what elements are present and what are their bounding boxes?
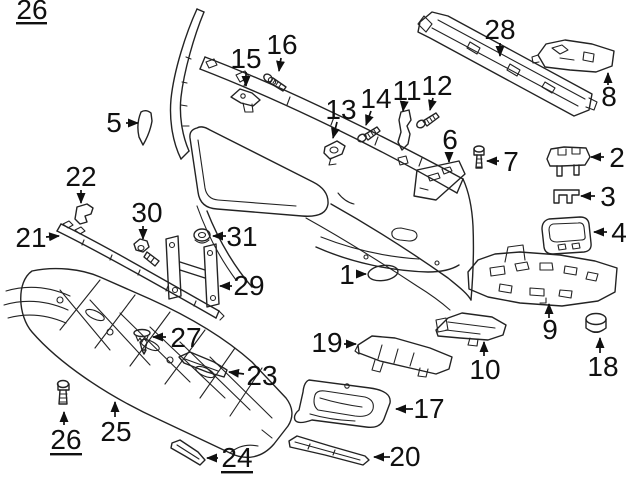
callout-arrow-23 [228, 368, 245, 378]
callout-arrow-11 [399, 100, 409, 112]
callout-arrow-21 [45, 232, 60, 242]
callout-label-1[interactable]: 1 [339, 259, 355, 290]
part-drawing-25-shield [3, 267, 293, 459]
part-drawing-16-bolt [263, 73, 287, 92]
callout-label-27[interactable]: 27 [170, 322, 201, 353]
part-drawing-15 [230, 88, 261, 113]
part-drawing-5 [137, 110, 153, 146]
callout-label-26-top[interactable]: 26 [16, 0, 47, 25]
callout-arrow-12 [428, 97, 437, 111]
callout-label-6[interactable]: 6 [442, 124, 458, 155]
callout-label-25[interactable]: 25 [100, 416, 131, 447]
callout-arrow-14 [365, 110, 374, 126]
callout-label-31[interactable]: 31 [226, 221, 257, 252]
part-drawing-2 [546, 146, 591, 177]
callout-arrow-13 [331, 121, 340, 139]
callout-label-4[interactable]: 4 [611, 217, 627, 248]
part-drawing-18-sensor [585, 312, 607, 334]
part-drawing-28 [417, 11, 598, 117]
part-drawing-23-strip [178, 351, 228, 378]
part-drawing-21 [56, 220, 225, 321]
callout-label-16[interactable]: 16 [266, 29, 297, 60]
callout-label-30[interactable]: 30 [131, 197, 162, 228]
part-drawing-27-pushpin [133, 328, 151, 355]
callout-label-5[interactable]: 5 [106, 107, 122, 138]
part-drawing-11 [397, 109, 412, 166]
part-drawing-9 [467, 244, 618, 307]
callout-label-2[interactable]: 2 [609, 142, 625, 173]
part-drawing-24-strip [170, 439, 206, 466]
callout-label-23[interactable]: 23 [246, 360, 277, 391]
callout-underline-26 [50, 453, 82, 456]
callout-label-19[interactable]: 19 [311, 327, 342, 358]
callout-label-3[interactable]: 3 [600, 181, 616, 212]
part-drawing-12-bolt [416, 112, 440, 129]
part-drawing-1 [367, 264, 399, 282]
callout-label-29[interactable]: 29 [233, 270, 264, 301]
callout-label-10[interactable]: 10 [469, 354, 500, 385]
part-drawing-14-bolt [357, 126, 381, 143]
part-drawing-10 [435, 312, 507, 347]
callout-label-12[interactable]: 12 [421, 70, 452, 101]
part-drawing-30-bolt [133, 238, 160, 267]
callout-arrow-16 [276, 57, 285, 72]
callout-label-9[interactable]: 9 [542, 314, 558, 345]
part-drawing-bumper-cover [169, 8, 475, 311]
callout-label-7[interactable]: 7 [503, 146, 519, 177]
callout-label-8[interactable]: 8 [601, 81, 617, 112]
callout-label-14[interactable]: 14 [360, 83, 391, 114]
part-drawing-31-grommet [193, 228, 211, 244]
callout-label-18[interactable]: 18 [587, 351, 618, 382]
callout-underline-26-top [16, 22, 47, 25]
callout-label-21[interactable]: 21 [15, 222, 46, 253]
part-drawing-17-bezel [293, 379, 391, 429]
part-drawing-19 [354, 335, 453, 378]
part-drawing-7-bolt [473, 145, 485, 169]
callout-label-28[interactable]: 28 [484, 14, 515, 45]
callout-label-20[interactable]: 20 [389, 441, 420, 472]
part-drawing-13 [323, 140, 346, 166]
callout-label-11[interactable]: 11 [392, 75, 421, 106]
callout-label-13[interactable]: 13 [325, 94, 356, 125]
callout-label-15[interactable]: 15 [230, 43, 261, 74]
part-drawing-20-strip [288, 435, 370, 466]
part-drawing-26-bolt [56, 379, 70, 405]
callout-label-24[interactable]: 24 [221, 442, 252, 473]
part-drawing-8 [531, 39, 615, 73]
part-drawing-22 [74, 203, 94, 225]
part-drawing-3 [553, 189, 580, 204]
part-drawing-29 [165, 235, 220, 308]
callout-underline-24 [221, 471, 253, 474]
callout-label-26[interactable]: 26 [50, 424, 81, 455]
callout-label-22[interactable]: 22 [65, 161, 96, 192]
callout-label-17[interactable]: 17 [413, 393, 444, 424]
part-drawing-4 [541, 216, 592, 255]
